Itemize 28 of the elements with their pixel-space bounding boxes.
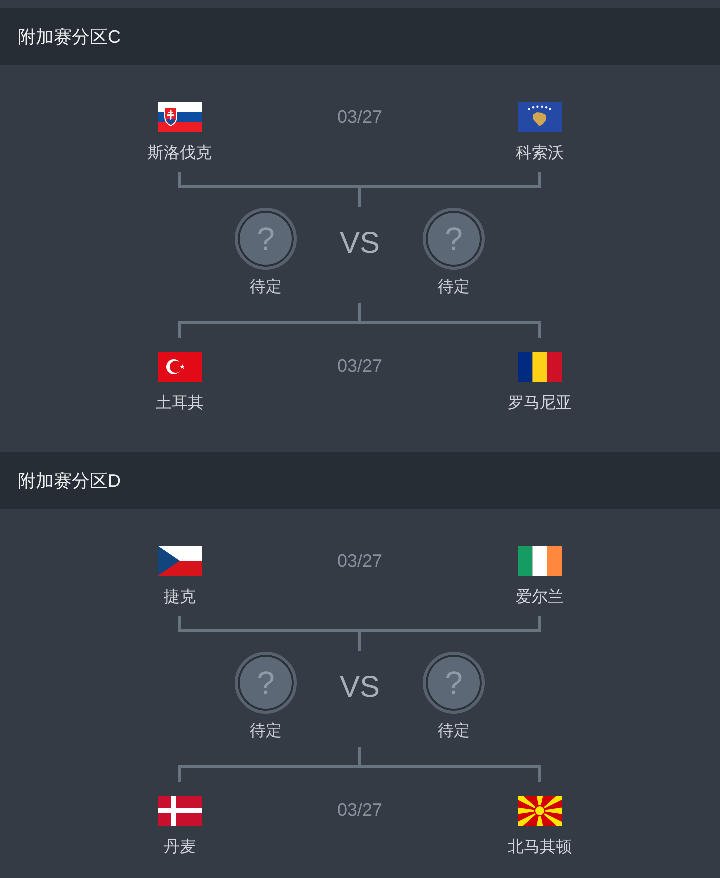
status-label: 待定 bbox=[438, 722, 470, 742]
team-name: 土耳其 bbox=[156, 394, 204, 414]
match-date: 03/27 bbox=[337, 550, 383, 572]
status-label: 待定 bbox=[250, 722, 282, 742]
team-name: 捷克 bbox=[164, 588, 196, 608]
vs-label: VS bbox=[340, 227, 380, 261]
status-label: 待定 bbox=[250, 278, 282, 298]
match-date: 03/27 bbox=[337, 798, 383, 820]
vs-label: VS bbox=[340, 671, 380, 705]
team-name: 科索沃 bbox=[516, 144, 564, 164]
question-mark: ? bbox=[445, 221, 463, 257]
section-title: 附加赛分区D bbox=[18, 470, 121, 492]
team-name: 罗马尼亚 bbox=[508, 394, 572, 414]
team-name: 丹麦 bbox=[164, 838, 196, 858]
bracket-line bbox=[358, 172, 542, 207]
question-mark: ? bbox=[257, 221, 275, 257]
question-mark: ? bbox=[445, 665, 463, 701]
team-name: 斯洛伐克 bbox=[148, 144, 212, 164]
match-date: 03/27 bbox=[337, 106, 383, 128]
team-name: 爱尔兰 bbox=[516, 588, 564, 608]
section-title: 附加赛分区C bbox=[18, 26, 121, 48]
bracket-line bbox=[358, 303, 542, 338]
status-label: 待定 bbox=[438, 278, 470, 298]
match-date: 03/27 bbox=[337, 354, 383, 376]
bracket-line bbox=[358, 616, 542, 651]
bracket-line bbox=[358, 747, 542, 782]
team-name: 北马其顿 bbox=[508, 838, 572, 858]
question-mark: ? bbox=[257, 665, 275, 701]
